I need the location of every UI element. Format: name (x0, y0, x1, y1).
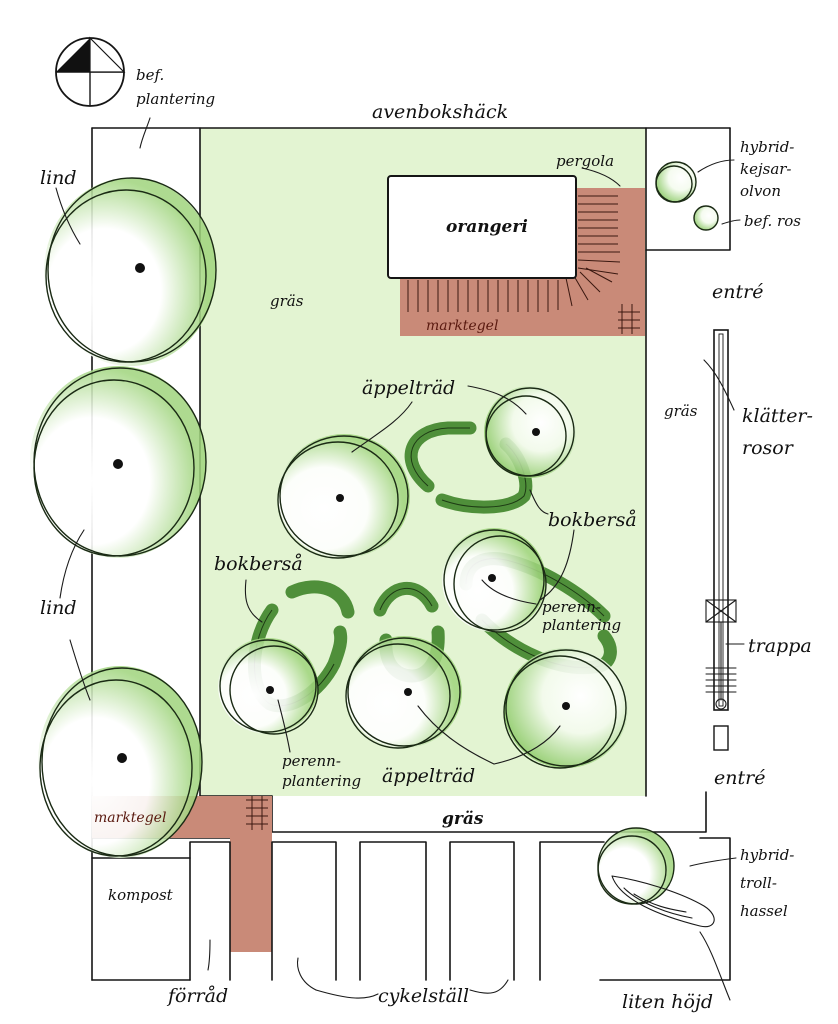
apple-tree-4 (218, 638, 319, 735)
label-perennial-right-1: perenn- (542, 598, 601, 616)
label-storage: förråd (166, 985, 228, 1007)
orangery-building (387, 175, 577, 279)
label-hybrid-kejsar-1: hybrid- (740, 138, 794, 156)
label-hybrid-kejsar-2: kejsar- (740, 160, 792, 178)
lime-tree-2 (30, 366, 207, 558)
label-perennial-left-2: plantering (282, 772, 361, 790)
lime-tree-3 (38, 666, 203, 858)
label-hybrid-kejsar-3: olvon (740, 182, 781, 200)
label-small-mound: liten höjd (622, 991, 713, 1013)
lime-tree-1 (44, 177, 217, 366)
label-grass-main: gräs (270, 292, 304, 310)
entrance-walkway (713, 329, 729, 751)
label-stairs: trappa (748, 635, 812, 657)
label-arbor-left: bokberså (214, 553, 303, 575)
label-grass-bottom: gräs (442, 809, 484, 829)
label-hybrid-troll-2: troll- (740, 874, 777, 892)
apple-tree-5 (345, 636, 462, 749)
hazel-shrub (597, 827, 675, 905)
apple-tree-6 (503, 648, 628, 769)
label-hornbeam-hedge: avenbokshäck (372, 101, 508, 123)
label-apple-tree-top: äppelträd (362, 377, 455, 399)
label-lind-top: lind (40, 167, 77, 189)
label-arbor-right: bokberså (548, 509, 637, 531)
label-bike-racks: cykelställ (378, 985, 469, 1007)
label-pergola: pergola (556, 152, 614, 170)
label-grass-right: gräs (664, 402, 698, 420)
storage-and-bike-racks (189, 841, 605, 981)
label-bef-plantering-2: plantering (136, 90, 215, 108)
label-orangery: orangeri (446, 217, 528, 237)
viburnum-shrub (655, 161, 697, 203)
existing-rose-shrub (693, 205, 719, 231)
north-arrow-icon (55, 36, 126, 107)
apple-tree-2 (484, 386, 576, 478)
label-brick-top: marktegel (426, 318, 498, 334)
label-bef-ros: bef. ros (744, 212, 801, 230)
label-hybrid-troll-1: hybrid- (740, 846, 794, 864)
label-perennial-right-2: plantering (542, 616, 621, 634)
label-hybrid-troll-3: hassel (740, 902, 788, 920)
label-lind-bottom: lind (40, 597, 77, 619)
small-mound (611, 875, 715, 928)
label-climbing-roses-2: rosor (742, 437, 795, 459)
label-climbing-roses-1: klätter- (742, 405, 813, 427)
apple-tree-1 (277, 434, 410, 559)
plan-labels: bef. plantering avenbokshäck pergola hyb… (40, 66, 813, 1013)
pergola-brick-paving (400, 188, 645, 336)
label-entrance-bottom: entré (714, 767, 765, 789)
stairs (705, 599, 737, 710)
label-compost: kompost (108, 886, 174, 904)
label-perennial-left-1: perenn- (282, 752, 341, 770)
label-entrance-top: entré (712, 281, 763, 303)
label-brick-bottom: marktegel (94, 810, 166, 826)
label-bef-plantering-1: bef. (136, 66, 164, 84)
label-apple-tree-bottom: äppelträd (382, 765, 475, 787)
leader-lines (55, 117, 745, 1001)
apple-tree-3 (442, 528, 547, 633)
